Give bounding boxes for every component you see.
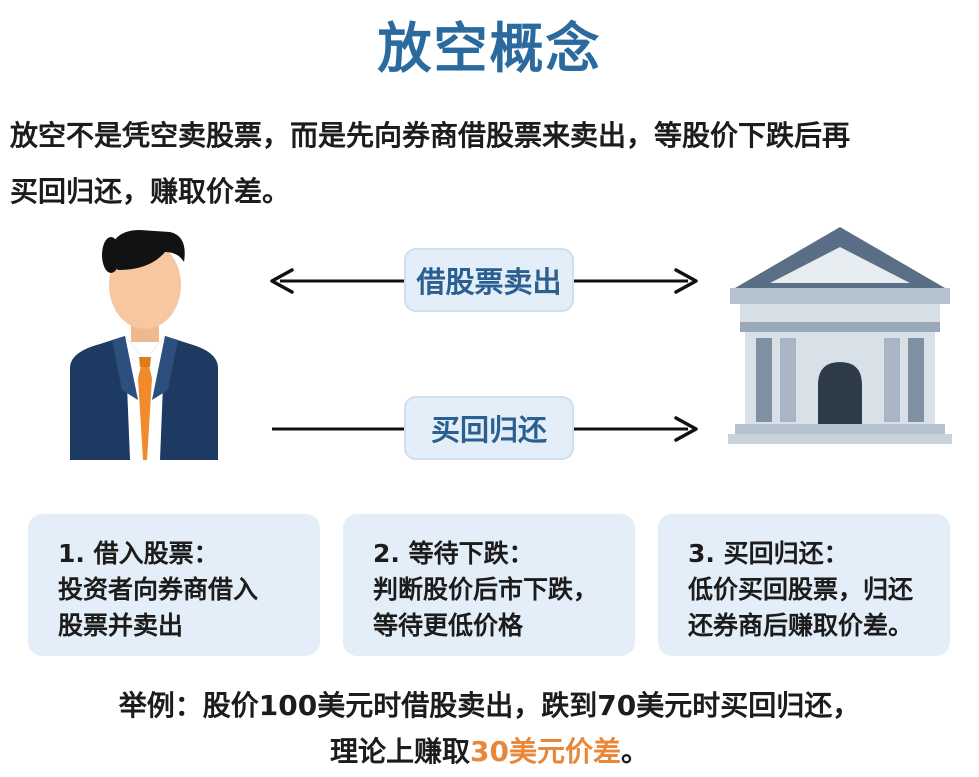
- step-card-3: 3. 买回归还： 低价买回股票，归还 还券商后赚取价差。: [658, 514, 950, 656]
- step-title: 3. 买回归还：: [688, 539, 849, 568]
- intro-text: 放空不是凭空卖股票，而是先向券商借股票来卖出，等股价下跌后再 买回归还，赚取价差…: [10, 108, 972, 220]
- intro-line-1: 放空不是凭空卖股票，而是先向券商借股票来卖出，等股价下跌后再: [10, 119, 851, 152]
- step-text: 判断股价后市下跌，: [373, 575, 599, 604]
- example-line-1: 举例：股价100美元时借股卖出，跌到70美元时买回归还，: [118, 689, 861, 722]
- step-title: 1. 借入股票：: [58, 539, 219, 568]
- step-text: 低价买回股票，归还: [688, 575, 914, 604]
- step-text: 投资者向券商借入: [58, 575, 259, 604]
- investor-icon: [70, 230, 218, 460]
- bank-icon: [728, 227, 952, 444]
- step-text: 还券商后赚取价差。: [688, 611, 914, 640]
- step-card-2: 2. 等待下跌： 判断股价后市下跌， 等待更低价格: [343, 514, 635, 656]
- short-selling-diagram: [70, 227, 952, 460]
- borrow-sell-label: 借股票卖出: [404, 248, 574, 312]
- step-title: 2. 等待下跌：: [373, 539, 534, 568]
- profit-highlight: 30美元价差: [470, 735, 621, 768]
- example-suffix: 。: [620, 735, 649, 768]
- step-card-1: 1. 借入股票： 投资者向券商借入 股票并卖出: [28, 514, 320, 656]
- step-text: 股票并卖出: [58, 611, 184, 640]
- example-prefix: 理论上赚取: [330, 735, 471, 768]
- page-title: 放空概念: [377, 17, 602, 80]
- buy-return-label: 买回归还: [404, 396, 574, 460]
- step-text: 等待更低价格: [373, 611, 524, 640]
- intro-line-2: 买回归还，赚取价差。: [10, 175, 291, 208]
- example-line-2: 理论上赚取30美元价差。: [0, 730, 979, 770]
